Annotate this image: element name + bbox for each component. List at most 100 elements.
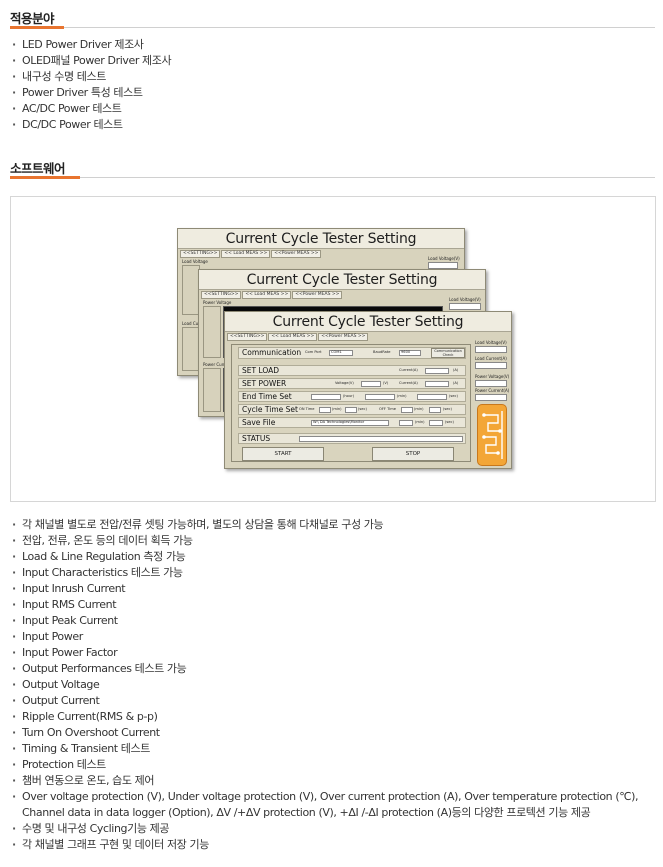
communication-check-button[interactable]: Communication Check [431,348,465,358]
list-item: Load & Line Regulation 측정 가능 [12,549,638,565]
save-file-min-unit: (min) [415,420,425,424]
cycle-on-sec-unit: (sec) [358,407,367,411]
back-current-graph [203,368,221,412]
end-time-sec-input[interactable] [417,394,447,400]
tab-power-meas: <<Power MEAS >> [292,291,343,299]
list-item: 챔버 연동으로 온도, 습도 제어 [12,773,638,789]
side-load-voltage-value [475,346,507,353]
cycle-off-sec-unit: (sec) [443,407,452,411]
list-item: Ripple Current(RMS & p-p) [12,709,638,725]
communication-label: Communication [242,348,302,357]
set-power-voltage-input[interactable] [361,381,381,387]
tab-setting[interactable]: <<SETTING>> [227,333,268,341]
side-power-current-value [475,394,507,401]
set-power-current-label: Current(A) [399,381,418,385]
window-tabs: <<SETTING>><< Load MEAS >><<Power MEAS >… [201,291,343,299]
end-time-min-unit: (min) [397,394,407,398]
window-title: Current Cycle Tester Setting [225,312,511,332]
tab-power-meas[interactable]: <<Power MEAS >> [318,333,369,341]
window-tabs: <<SETTING>><< Load MEAS >><<Power MEAS >… [227,333,369,341]
set-load-current-input[interactable] [425,368,449,374]
set-load-unit: (A) [453,368,459,372]
list-item: 내구성 수명 테스트 [12,69,171,85]
list-item: Protection 테스트 [12,757,638,773]
side-load-voltage-label: Load Voltage(V) [475,340,507,345]
end-time-sec-unit: (sec) [449,394,458,398]
cycle-time-row: Cycle Time Set ON Time (min) (sec) OFF T… [238,404,466,415]
back-load-voltage-label: Load Voltage [182,259,208,264]
software-screenshot-frame: Current Cycle Tester Setting <<SETTING>>… [10,196,656,502]
tab-setting: <<SETTING>> [180,250,221,258]
software-title: 소프트웨어 [10,161,66,176]
list-item: AC/DC Power 테스트 [12,101,171,117]
side-power-current-label: Power Current(A) [475,388,510,393]
list-item-protection: Over voltage protection (V), Under volta… [12,789,639,821]
cycle-off-min-input[interactable] [401,407,413,413]
back-side-load-voltage: Load Voltage(V) [428,256,460,261]
protection-line-2: Channel data in data logger (Option), ΔV… [22,806,591,819]
set-power-voltage-unit: (V) [383,381,389,385]
applications-list: LED Power Driver 제조사 OLED패널 Power Driver… [12,37,172,133]
status-row: STATUS [238,433,466,444]
set-load-current-label: Current(A) [399,368,418,372]
list-item: Input Inrush Current [12,581,638,597]
back-voltage-graph [203,306,221,358]
status-label: STATUS [242,434,271,443]
cycle-off-sec-input[interactable] [429,407,441,413]
save-file-path-input[interactable] [311,420,389,426]
stop-button[interactable]: STOP [372,447,454,461]
side-power-voltage-value [475,380,507,387]
list-item: Turn On Overshoot Current [12,725,638,741]
list-item: 수명 및 내구성 Cycling기능 제공 [12,821,638,837]
set-load-label: SET LOAD [242,366,280,375]
cycle-on-min-input[interactable] [319,407,331,413]
save-file-min-input[interactable] [399,420,413,426]
features-list: 각 채널별 별도로 전압/전류 셋팅 가능하며, 별도의 상담을 통해 다채널로… [12,517,639,853]
tab-setting: <<SETTING>> [201,291,242,299]
tab-load-meas[interactable]: << Load MEAS >> [268,333,318,341]
cycle-on-sec-input[interactable] [345,407,357,413]
com-port-value: COM1 [331,350,342,354]
back-power-voltage-label: Power Voltage [203,300,232,305]
software-window-front: Current Cycle Tester Setting <<SETTING>>… [224,311,512,469]
back-side-load-voltage: Load Voltage(V) [449,297,481,302]
window-title: Current Cycle Tester Setting [199,270,485,290]
baudrate-select[interactable] [399,350,421,356]
applications-heading: 적용분야 [10,4,655,29]
cycle-off-min-unit: (min) [414,407,424,411]
start-button[interactable]: START [242,447,324,461]
back-side-field [449,303,481,310]
set-power-current-input[interactable] [425,381,449,387]
list-item: Input Power [12,629,638,645]
end-time-hour-input[interactable] [311,394,341,400]
cycle-on-min-unit: (min) [332,407,342,411]
com-port-select[interactable] [329,350,353,356]
back-power-current-label: Power Current [203,362,232,367]
end-time-min-input[interactable] [365,394,395,400]
cycle-on-time-label: ON Time [299,407,315,411]
end-time-label: End Time Set [242,392,292,401]
status-field [299,436,463,442]
window-tabs: <<SETTING>><< Load MEAS >><<Power MEAS >… [180,250,322,258]
end-time-row: End Time Set (hour) (min) (sec) [238,391,466,402]
save-file-sec-input[interactable] [429,420,443,426]
set-power-current-unit: (A) [453,381,459,385]
baudrate-label: BaudRate [373,350,391,354]
cycle-off-time-label: OFF Time [379,407,396,411]
back-load-current-label: Load Current [182,321,208,326]
set-power-label: SET POWER [242,379,287,388]
list-item: 전압, 전류, 온도 등의 데이터 획득 가능 [12,533,638,549]
save-file-sec-unit: (sec) [445,420,454,424]
list-item: Input Peak Current [12,613,638,629]
list-item: Timing & Transient 테스트 [12,741,638,757]
save-file-label: Save File [242,418,276,427]
tab-load-meas: << Load MEAS >> [242,291,292,299]
back-side-field [428,262,458,269]
side-load-current-value [475,362,507,369]
list-item: Output Voltage [12,677,638,693]
tab-load-meas: << Load MEAS >> [221,250,271,258]
list-item: DC/DC Power 테스트 [12,117,171,133]
settings-panel: Communication Com Port COM1 BaudRate 960… [231,344,471,462]
communication-row: Communication Com Port COM1 BaudRate 960… [238,347,466,359]
list-item: Input Characteristics 테스트 가능 [12,565,638,581]
